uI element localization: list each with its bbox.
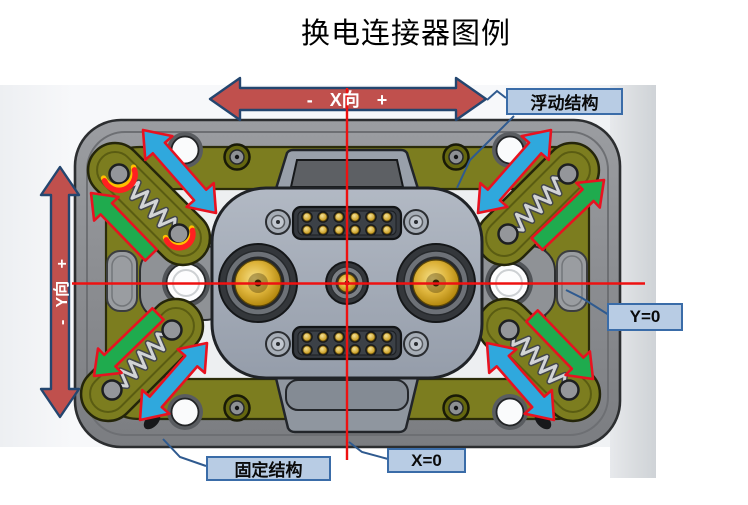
connector-pin [318, 212, 328, 222]
rotation-highlight-top-left-1 [100, 164, 138, 194]
label-x-zero: X=0 [387, 448, 466, 473]
connector-pin [366, 332, 376, 342]
connector-pin [366, 345, 376, 355]
spring-arrow-green-top-right [530, 178, 606, 252]
connector-pin [302, 345, 312, 355]
figure-title: 换电连接器图例 [300, 18, 512, 50]
connector-pin [350, 212, 360, 222]
float-arrow-blue-bottom-left [138, 341, 209, 422]
float-arrow-blue-top-right [476, 128, 553, 215]
floating-ring-screws [223, 143, 470, 422]
connector-pin [382, 212, 392, 222]
spring-anchors [101, 163, 580, 401]
connector-pin [366, 225, 376, 235]
label-floating-structure: 浮动结构 [506, 88, 623, 115]
connector-pin [350, 332, 360, 342]
connector-pin [366, 212, 376, 222]
connector-pin [350, 345, 360, 355]
x-axis-label: - X向 + [306, 90, 388, 110]
float-arrow-blue-top-left [141, 128, 218, 215]
connector-pin [350, 225, 360, 235]
leader-floating-tick [486, 89, 507, 101]
label-fixed-structure: 固定结构 [206, 456, 331, 481]
leader-fixed-structure [162, 438, 207, 467]
y-axis-arrow [39, 165, 81, 419]
leader-y-zero [565, 289, 610, 316]
plate-screws [265, 209, 429, 357]
connector-pin [302, 225, 312, 235]
spring-arrow-green-bottom-left [92, 306, 165, 378]
connector-pin [318, 345, 328, 355]
connector-pin [302, 212, 312, 222]
connector-pin [382, 225, 392, 235]
spring-arrow-green-top-left [89, 191, 158, 262]
leader-floating-structure [456, 115, 515, 189]
connector-pin [334, 345, 344, 355]
connector-pin [382, 332, 392, 342]
crosshair [72, 88, 645, 460]
y-axis-label: - Y向 + [54, 259, 71, 325]
connector-pin [318, 225, 328, 235]
connector-pin [302, 332, 312, 342]
connector-pin [334, 225, 344, 235]
connector-pin [318, 332, 328, 342]
rotation-highlight-top-left-2 [162, 225, 196, 251]
frame-side-slots [106, 250, 588, 312]
leader-x-zero [348, 441, 389, 460]
label-y-zero: Y=0 [607, 303, 683, 331]
connector-pin [334, 332, 344, 342]
float-arrow-blue-bottom-right [485, 341, 556, 422]
spring-arrow-green-bottom-right [524, 309, 595, 381]
connector-pin [382, 345, 392, 355]
connector-pin [334, 212, 344, 222]
